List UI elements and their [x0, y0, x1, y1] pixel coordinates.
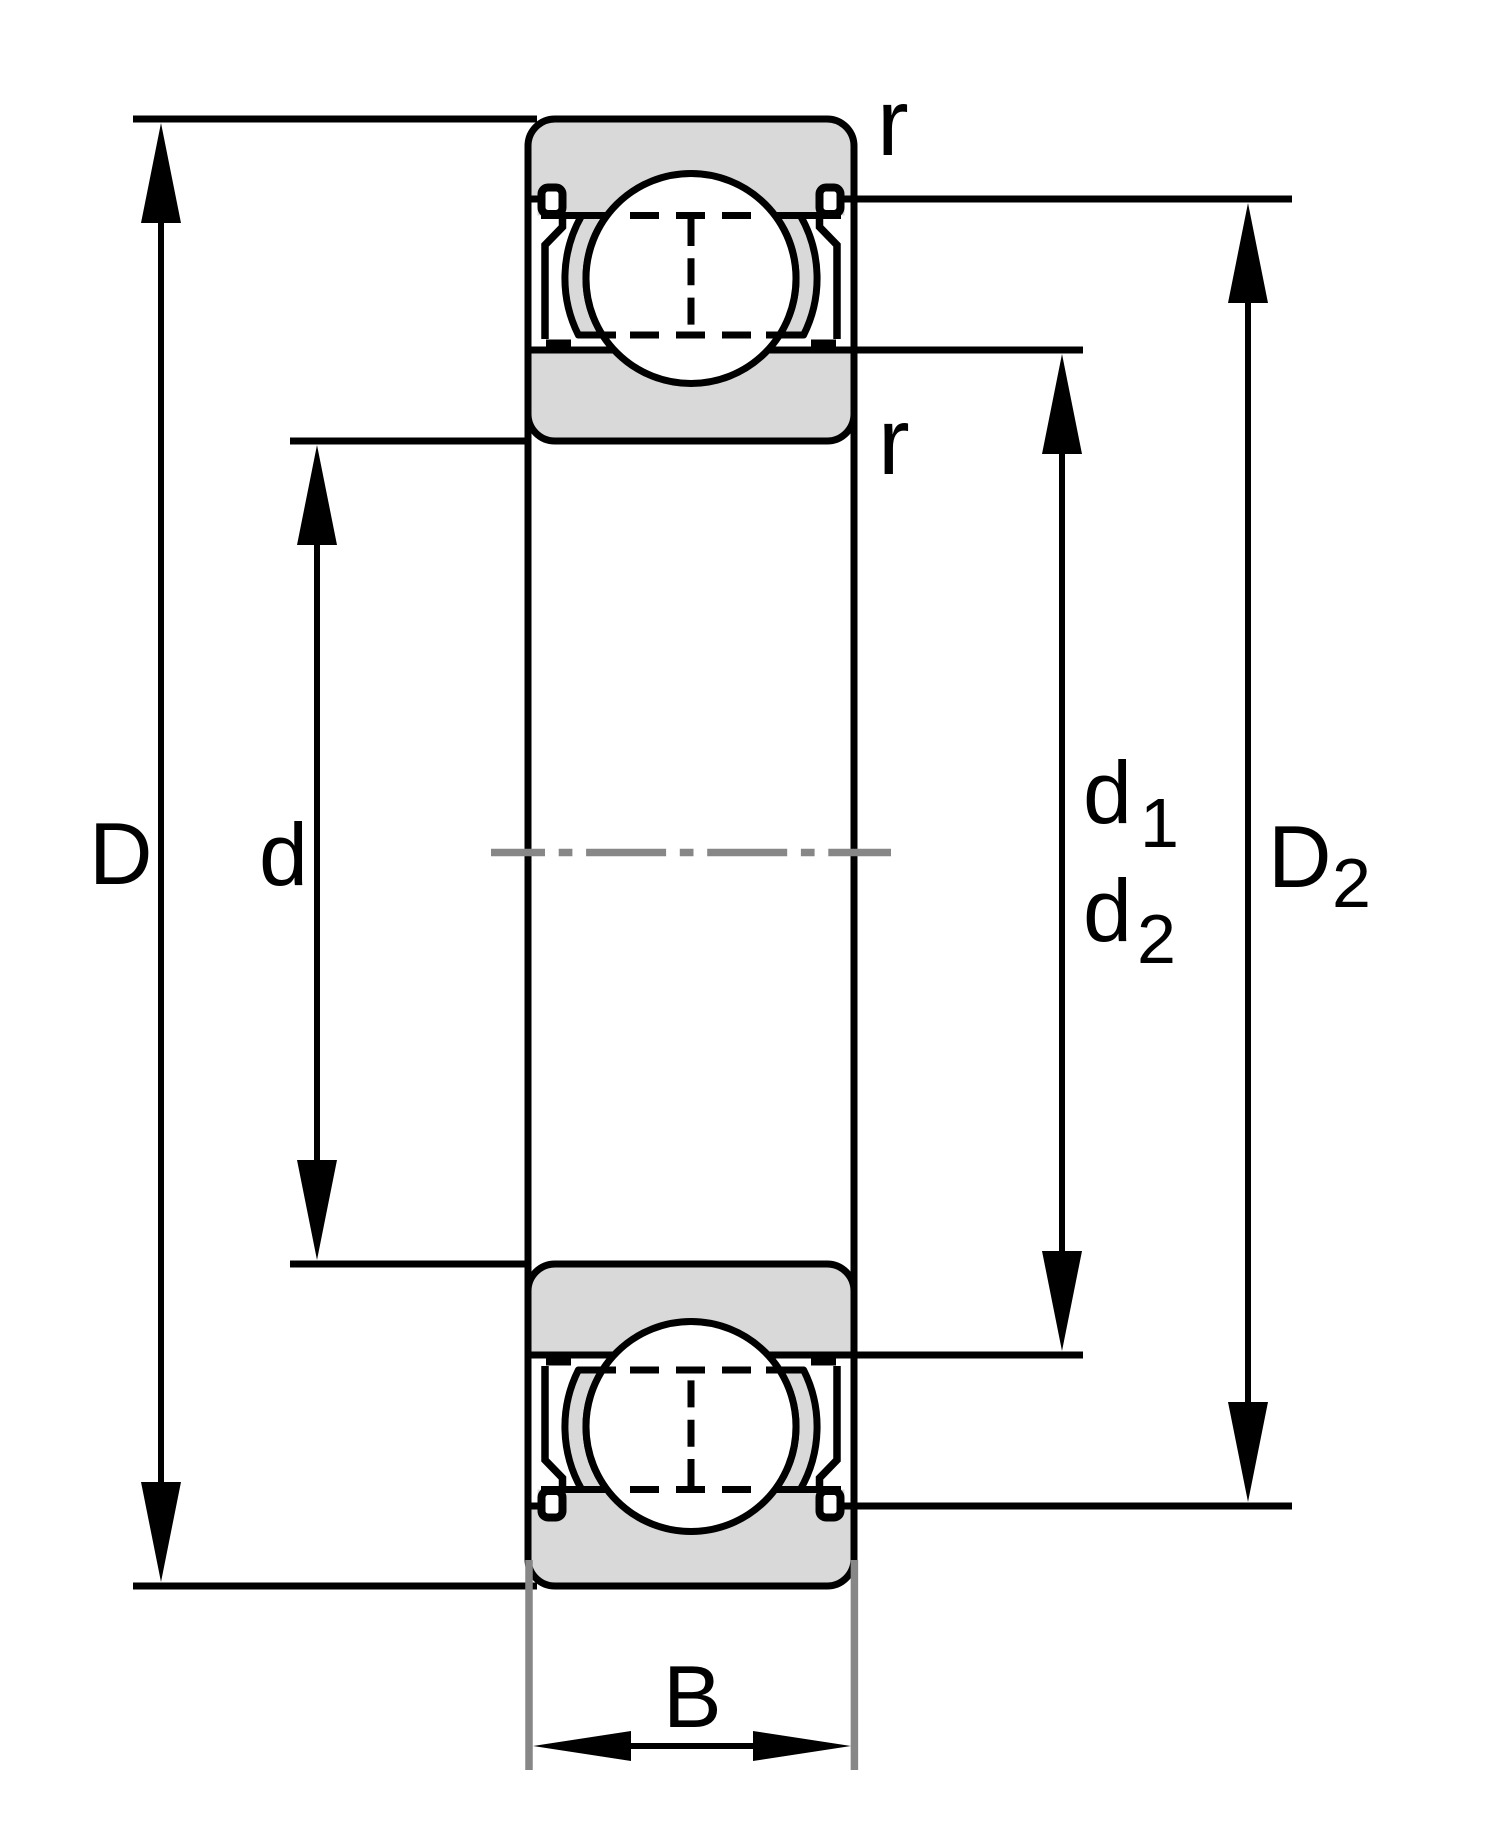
label-D: D [89, 804, 153, 903]
dimension-d: d [259, 437, 528, 1268]
dimension-d1-d2: d 1 d 2 [854, 346, 1179, 1359]
dimension-D2: D 2 [854, 195, 1371, 1510]
arrowhead-D2-down [1228, 1402, 1268, 1502]
label-d2: d 2 [1083, 861, 1176, 978]
arrowhead-d-down [297, 1160, 337, 1260]
arrowhead-D2-up [1228, 203, 1268, 303]
label-r-inner: r [878, 389, 910, 495]
arrowhead-d1d2-down [1042, 1251, 1082, 1351]
dimension-B: B [525, 1560, 859, 1770]
bearing-section-bottom [525, 1264, 858, 1586]
arrowhead-D-up [141, 123, 181, 223]
arrowhead-D-down [141, 1482, 181, 1582]
dimension-D: D [89, 115, 537, 1590]
label-r-top: r [877, 70, 909, 176]
arrowhead-B-right [753, 1731, 851, 1761]
bearing-section-top [525, 119, 858, 441]
label-B: B [663, 1647, 722, 1746]
arrowhead-B-left [533, 1731, 631, 1761]
label-D2: D 2 [1268, 807, 1371, 922]
arrowhead-d-up [297, 445, 337, 545]
arrowhead-d1d2-up [1042, 354, 1082, 454]
label-d1: d 1 [1083, 743, 1179, 862]
label-d: d [259, 805, 308, 904]
